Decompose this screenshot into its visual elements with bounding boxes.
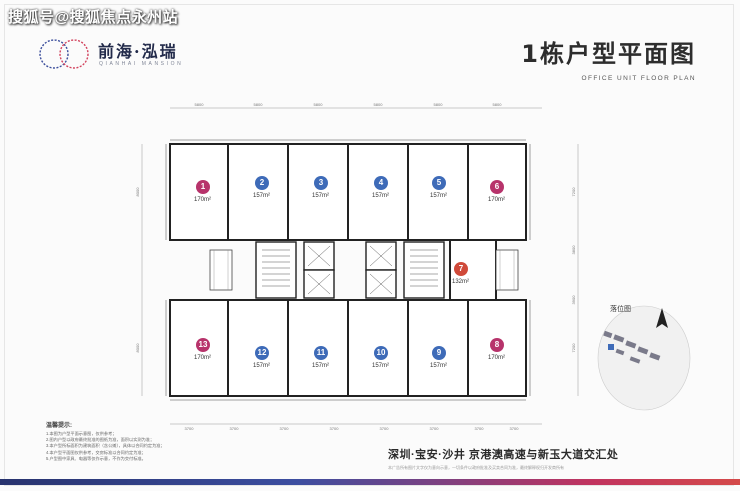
location-slogan: 深圳·宝安·沙井 京港澳高速与新玉大道交汇处: [388, 449, 619, 461]
unit-area-3: 157m²: [312, 193, 330, 199]
page-frame: [4, 4, 734, 486]
dimension-label: 3700: [185, 426, 195, 431]
notes-line: 3.本户型所标面积为建筑面积（含公摊），具体以合同约定为准；: [46, 443, 165, 449]
north-arrow-icon: [656, 308, 668, 328]
dimension-label: 5800: [254, 102, 264, 107]
dimension-label: 5800: [314, 102, 324, 107]
unit-number-7: 7: [454, 262, 468, 276]
logo-name: 前海·泓瑞: [98, 42, 178, 61]
unit-area-9: 157m²: [430, 363, 448, 369]
notes: 温馨提示: 1.本图为户型平面示意图，仅供参考； 2.图内户型以政府最终批准的图…: [46, 420, 356, 462]
watermark: 搜狐号@搜狐焦点永州站: [8, 9, 179, 26]
dimension-label: 5800: [434, 102, 444, 107]
title-block: 1栋户型平面图 OFFICE UNIT FLOOR PLAN: [521, 34, 696, 82]
unit-area-4: 157m²: [372, 193, 390, 199]
disclaimer: 本广告所有图片文字仅为意向示意，一切条件以政府批准及买卖合同为准，最终解释权归开…: [388, 465, 564, 470]
unit-area-2: 157m²: [253, 193, 271, 199]
dimension-label: 7200: [571, 343, 576, 353]
dimension-label: 3800: [571, 245, 576, 255]
floor-plan-drawing: 5800 5800 5800 5800 5800 5800 3700 3700 3700 3700…: [135, 102, 579, 431]
unit-area-13: 170m²: [194, 355, 212, 361]
notes-line: 5.户型图中家具、电器等仅作示意，不作为交付标准。: [46, 455, 146, 461]
brand-logo: 前海·泓瑞 QIANHAI MANSION: [36, 34, 206, 76]
unit-number-8: 8: [490, 338, 504, 352]
unit-area-8: 170m²: [488, 355, 506, 361]
unit-number-9: 9: [432, 346, 446, 360]
unit-area-6: 170m²: [488, 197, 506, 203]
unit-area-10: 157m²: [372, 363, 390, 369]
dimension-label: 3700: [230, 426, 240, 431]
unit-number-1: 1: [196, 180, 210, 194]
dimension-label: 3700: [380, 426, 390, 431]
dimension-label: 8000: [135, 187, 140, 197]
page-subtitle: OFFICE UNIT FLOOR PLAN: [581, 75, 696, 82]
dimension-label: 3700: [430, 426, 440, 431]
location-map-label: 落位图: [610, 306, 631, 313]
bottom-accent-bar: [0, 479, 740, 485]
unit-area-7: 132m²: [452, 279, 470, 285]
dimension-label: 5800: [195, 102, 205, 107]
logo-rings-icon: [39, 39, 89, 69]
page-title: 1栋户型平面图: [521, 40, 696, 68]
unit-area-12: 157m²: [253, 363, 271, 369]
unit-number-5: 5: [432, 176, 446, 190]
dimension-label: 7200: [571, 187, 576, 197]
dimension-label: 3900: [571, 295, 576, 305]
unit-number-10: 10: [374, 346, 388, 360]
dimension-label: 3700: [330, 426, 340, 431]
dimension-label: 3700: [280, 426, 290, 431]
unit-area-11: 157m²: [312, 363, 330, 369]
unit-area-1: 170m²: [194, 197, 212, 203]
dimension-label: 3700: [475, 426, 485, 431]
location-map: 落位图: [586, 298, 692, 418]
notes-title: 温馨提示:: [46, 423, 72, 429]
unit-number-6: 6: [490, 180, 504, 194]
dimension-label: 5800: [374, 102, 384, 107]
unit-area-5: 157m²: [430, 193, 448, 199]
notes-line: 1.本图为户型平面示意图，仅供参考；: [46, 431, 117, 436]
unit-number-11: 11: [314, 346, 328, 360]
unit-number-13: 13: [196, 338, 210, 352]
unit-number-4: 4: [374, 176, 388, 190]
unit-number-2: 2: [255, 176, 269, 190]
notes-line: 2.图内户型以政府最终批准的图纸为准，面积以实测为准；: [46, 437, 155, 443]
logo-sub: QIANHAI MANSION: [99, 61, 184, 67]
notes-line: 4.本户型平面图仅供参考，交房标准以合同约定为准；: [46, 449, 146, 455]
dimension-label: 5800: [493, 102, 503, 107]
unit-number-12: 12: [255, 346, 269, 360]
dimension-label: 3700: [510, 426, 520, 431]
location-map-drawing: [597, 305, 691, 411]
dimension-label: 8000: [135, 343, 140, 353]
unit-number-3: 3: [314, 176, 328, 190]
